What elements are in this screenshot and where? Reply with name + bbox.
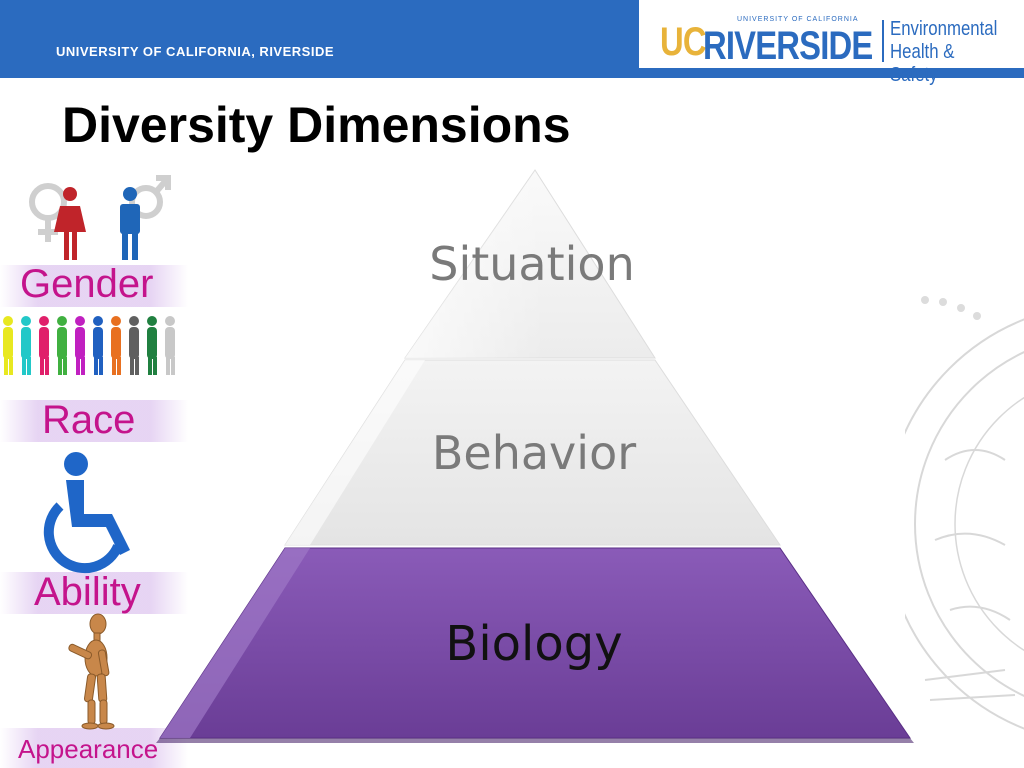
pyramid-label-behavior: Behavior — [432, 426, 636, 480]
logo-riverside: RIVERSIDE — [703, 24, 873, 68]
appearance-label-strip — [0, 728, 188, 768]
logo-department-line1: Environmental — [890, 18, 998, 40]
pyramid-label-situation: Situation — [429, 237, 634, 291]
gender-figures-icon — [29, 175, 171, 260]
ability-label-strip — [0, 572, 188, 614]
colorful-people-icon — [3, 316, 175, 375]
wheelchair-icon — [43, 452, 130, 574]
slide-title: Diversity Dimensions — [62, 97, 571, 153]
logo-divider — [882, 20, 884, 62]
logo-university-of-california: UNIVERSITY OF CALIFORNIA — [737, 16, 859, 23]
sidebar-label-gender: Gender — [20, 262, 154, 306]
race-label-strip — [0, 400, 188, 442]
gender-label-strip — [0, 265, 188, 307]
pyramid-level-situation — [404, 169, 656, 359]
pyramid-level-biology — [156, 547, 914, 743]
uc-seal-watermark — [905, 296, 1024, 730]
ucr-ehs-logo — [639, 0, 1024, 68]
sidebar-label-race: Race — [42, 398, 136, 442]
logo-department-line2: Health & Safety — [890, 41, 955, 86]
diversity-pyramid: Situation Behavior Biology — [156, 169, 914, 743]
logo-uc: UC — [660, 20, 707, 64]
pyramid-level-behavior — [284, 359, 781, 546]
sidebar-label-appearance: Appearance — [18, 734, 159, 764]
wooden-mannequin-icon — [68, 613, 115, 730]
sidebar-label-ability: Ability — [34, 570, 141, 614]
pyramid-label-biology: Biology — [445, 616, 622, 672]
university-name: UNIVERSITY OF CALIFORNIA, RIVERSIDE — [56, 44, 335, 59]
